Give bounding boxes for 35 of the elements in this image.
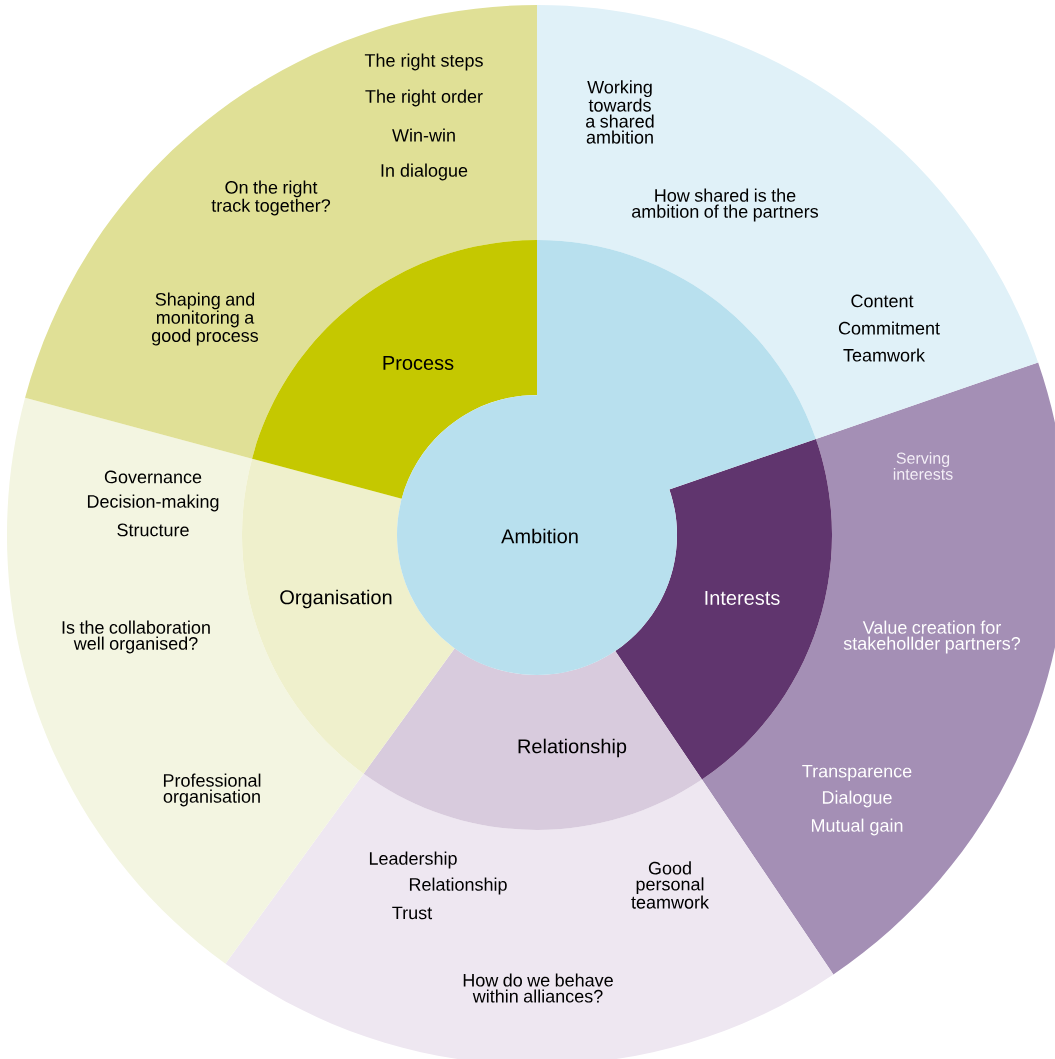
segment-text: Mutual gain	[811, 818, 903, 836]
segment-text: The right steps	[364, 53, 483, 71]
segment-text: Relationship	[409, 877, 507, 895]
segment-text: Structure	[117, 523, 189, 537]
ring-segment	[363, 648, 702, 830]
segment-text: Teamwork	[843, 348, 926, 362]
segment-text: Governance	[104, 470, 202, 484]
segment-text: In dialogue	[381, 163, 468, 181]
segment-text: Process	[383, 356, 454, 370]
segment-text: Decision-making	[87, 494, 219, 512]
segment-text: Interests	[705, 591, 780, 605]
segment-text: Content	[851, 294, 914, 308]
segment-text: How shared is the ambition of the partners	[632, 188, 818, 222]
ring-segment	[537, 5, 1039, 439]
segment-text: Serving interests	[893, 452, 953, 480]
segment-text: Leadership	[369, 851, 457, 869]
segment-text: Ambition	[501, 528, 578, 544]
segment-text: Professional organisation	[163, 773, 261, 807]
segment-text: Shaping and monitoring a good process	[152, 292, 259, 346]
segment-text: Commitment	[838, 321, 940, 335]
segment-text: How do we behave within alliances?	[463, 973, 613, 1003]
segment-text: Win-win	[392, 128, 455, 142]
segment-text: Is the collaboration well organised?	[62, 620, 210, 654]
ring-segment	[25, 5, 537, 459]
segment-text: Dialogue	[822, 790, 892, 808]
segment-text: Organisation	[280, 589, 392, 609]
segment-text: Trust	[392, 906, 433, 920]
ring-segment	[242, 458, 455, 774]
segment-text: Value creation for stakehollder partners?	[843, 620, 1021, 654]
segment-text: The right order	[365, 89, 483, 107]
segment-text: On the right track together?	[211, 180, 331, 216]
segment-text: Good personal teamwork	[631, 861, 710, 909]
segment-text: Relationship	[518, 738, 627, 758]
segment-text: Transparence	[802, 764, 912, 782]
segment-text: Working towards a shared ambition	[586, 80, 654, 144]
